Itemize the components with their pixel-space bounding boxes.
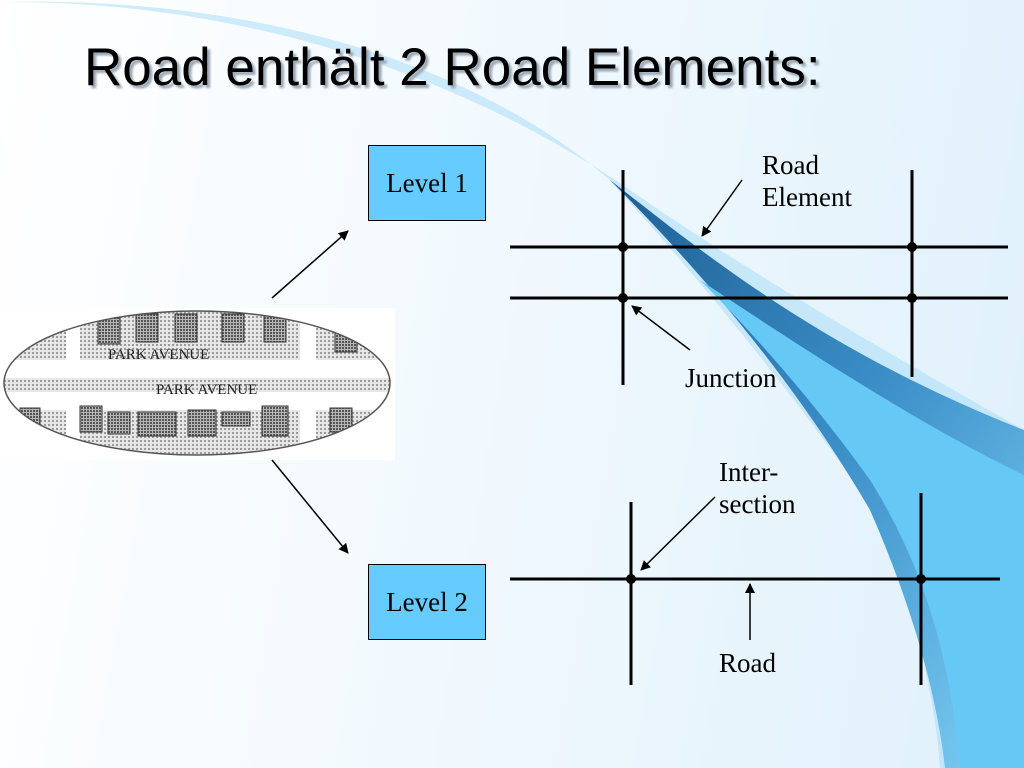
junction-pointer [631,305,691,351]
arrow-to-level1 [271,230,349,299]
intersection-label-line2: section [719,489,796,519]
road-label: Road [719,648,776,678]
intersection-node [916,574,926,584]
level-2-label: Level 2 [386,586,468,617]
intersection-label: Inter- section [719,456,795,520]
intersection-node [626,574,636,584]
arrow-to-level2 [271,459,349,554]
level-1-label: Level 1 [386,167,468,198]
level-2-box: Level 2 [368,564,486,640]
junction-node [907,293,917,303]
junction-node [618,242,628,252]
map-street-label-bottom: PARK AVENUE [156,382,257,398]
road-element-label: Road Element [762,149,852,213]
intersection-pointer [640,496,716,571]
road-element-pointer [701,179,743,237]
road-element-label-line2: Element [762,182,852,212]
junction-node [618,293,628,303]
intersection-label-line1: Inter- [719,457,779,487]
level2-diagram [510,493,1000,685]
road-element-label-line1: Road [762,150,819,180]
level1-diagram [510,170,1008,385]
junction-node [907,242,917,252]
street-map-illustration: PARK AVENUE PARK AVENUE [0,308,395,460]
junction-label: Junction [685,363,777,393]
level-1-box: Level 1 [368,145,486,221]
map-street-label-top: PARK AVENUE [108,347,209,363]
slide-title: Road enthält 2 Road Elements: [84,38,821,97]
